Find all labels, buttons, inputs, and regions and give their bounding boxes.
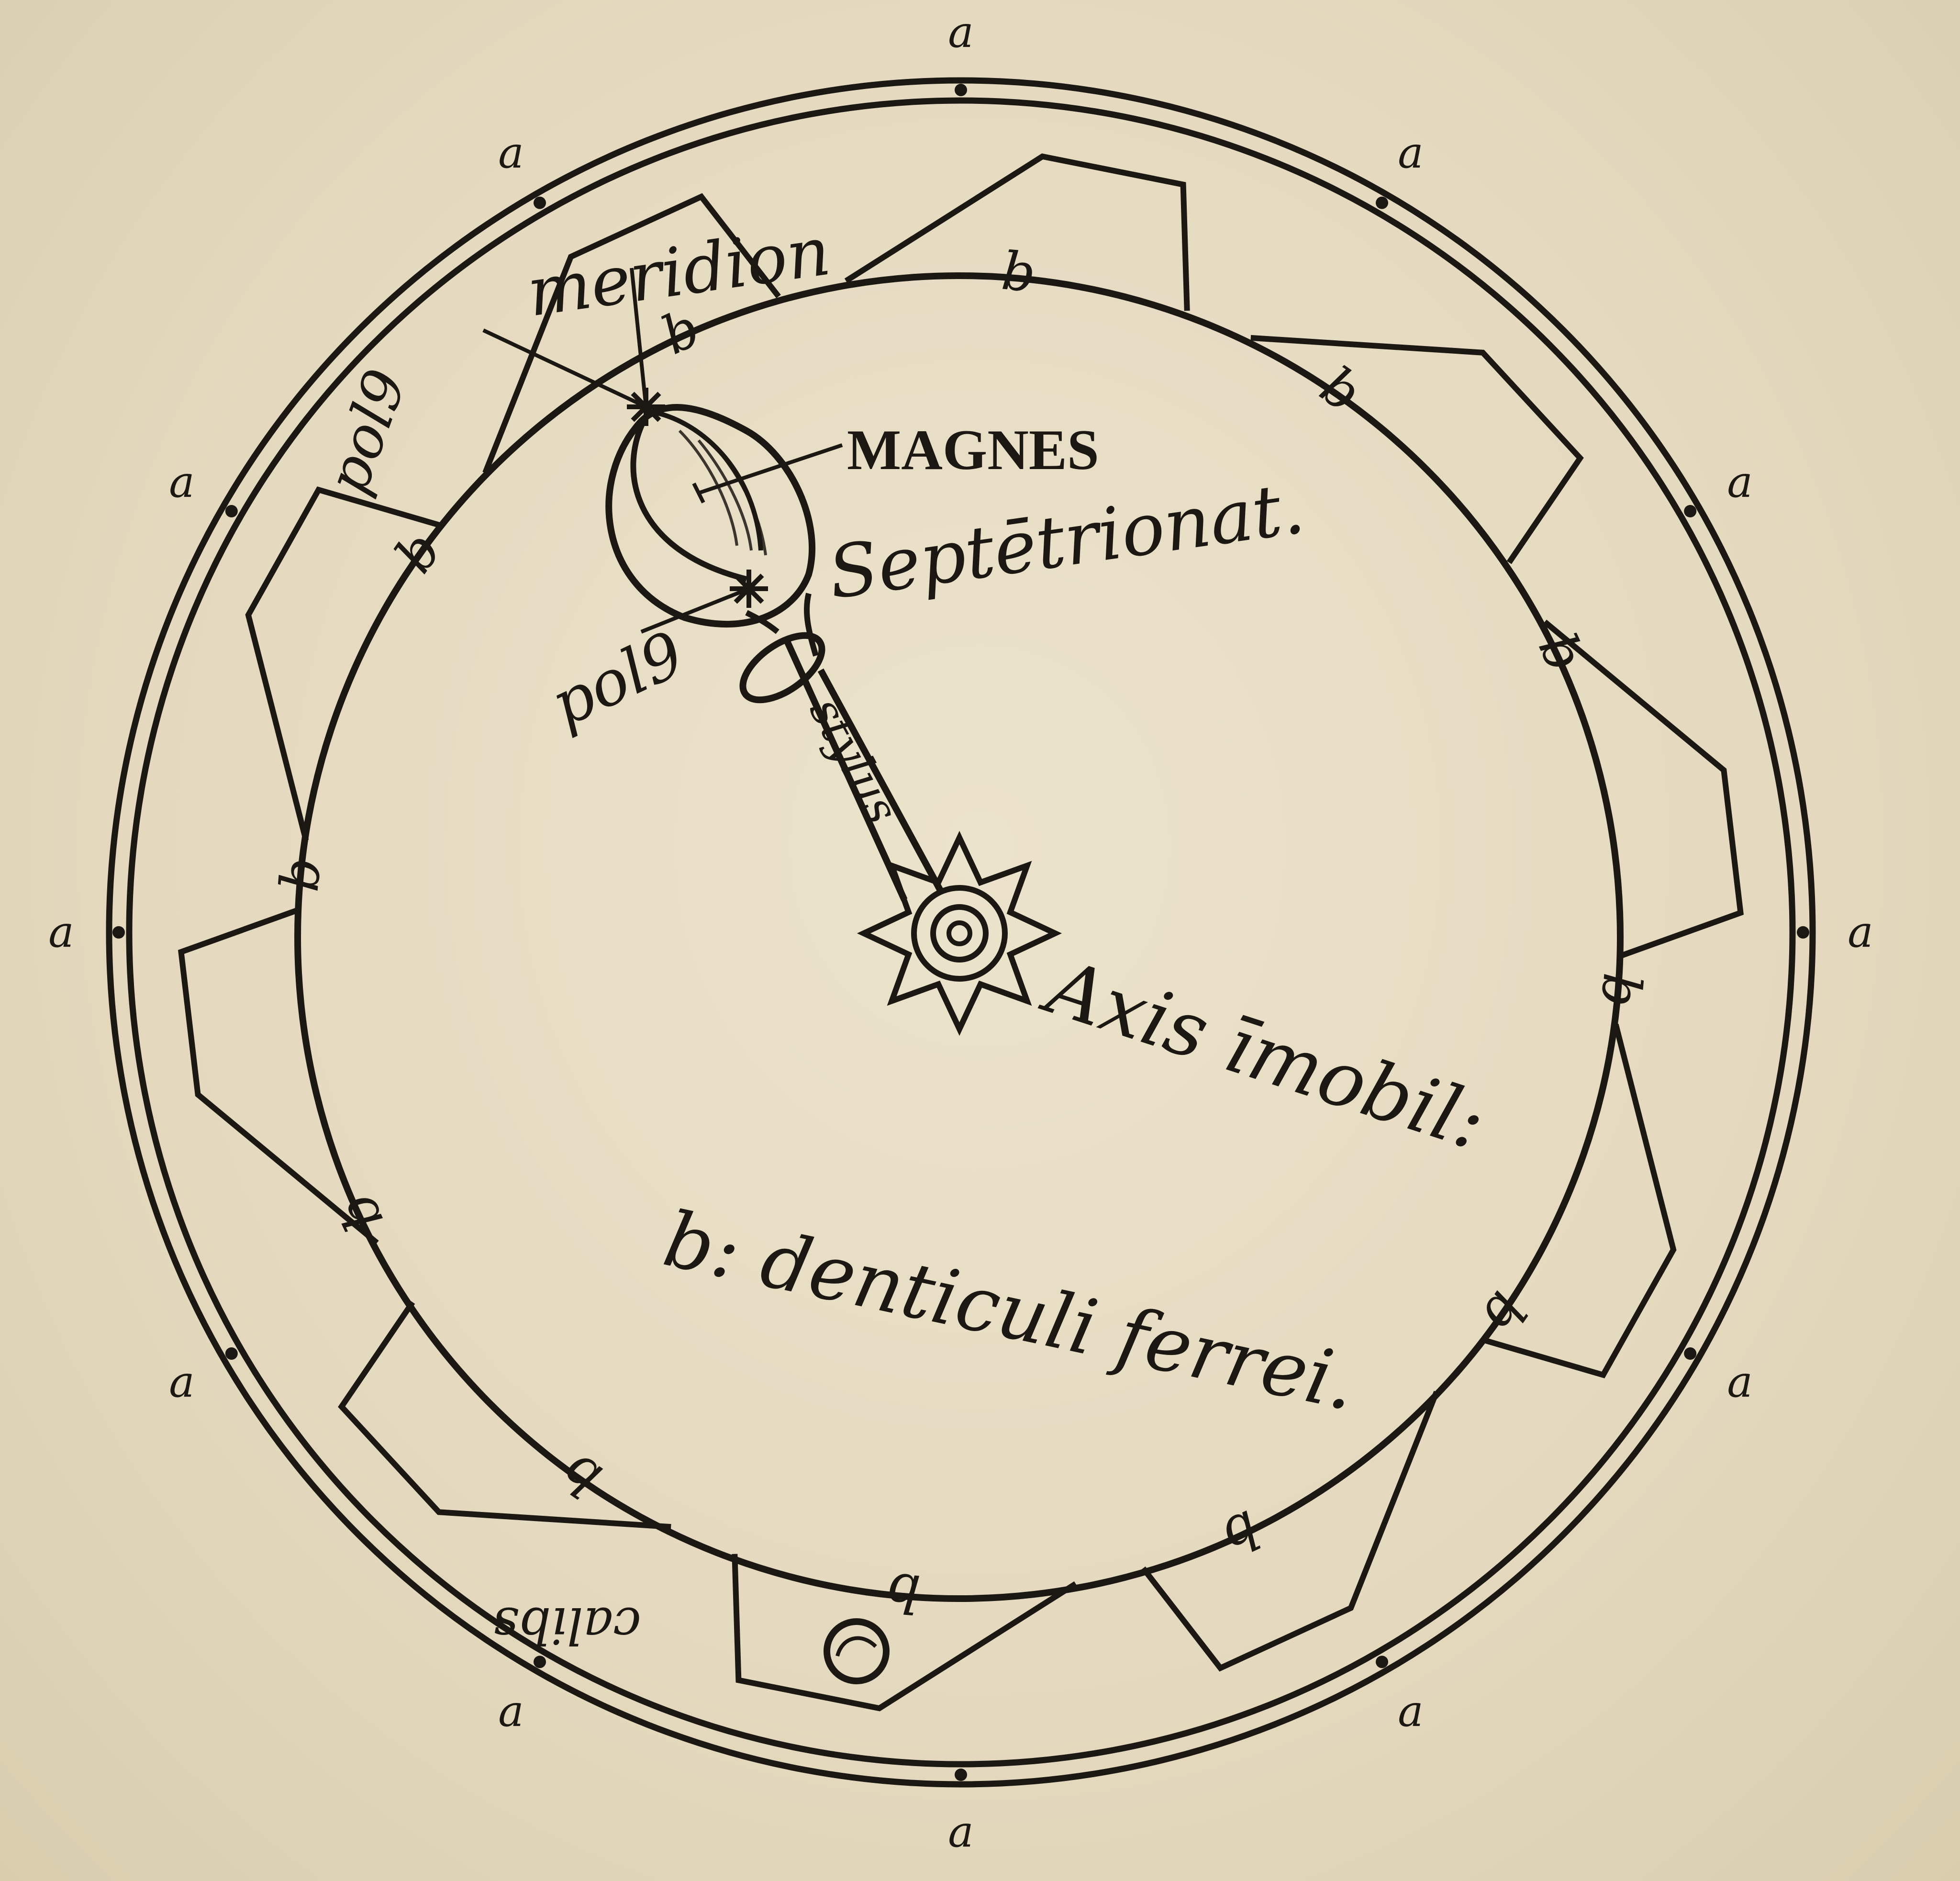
iron-tooth [338,1300,671,1530]
south-pole-leader [640,587,750,634]
calibs-label: calibs [493,1596,641,1655]
axis-label: Axis īmobil: [1032,940,1497,1167]
outer-point-label: a [948,7,974,57]
outer-point-label: a [498,1686,524,1736]
outer-point-dot [1797,926,1809,939]
magnes-leader [698,443,843,495]
outer-ring-outer [106,77,1816,1788]
denticuli-label: b: denticuli ferrei. [657,1194,1364,1428]
iron-tooth [245,486,441,841]
inner-point-label: b [268,855,333,894]
stylus-label: stylus [799,689,909,832]
outer-point-label: a [169,1357,195,1407]
outer-point-dot [1684,505,1697,517]
iron-tooth [178,907,379,1245]
outer-point-label: a [48,907,74,957]
outer-points: a a a a a a a a a a a a [48,7,1873,1857]
outer-point-label: a [1848,907,1873,957]
outer-point-dot [225,505,238,517]
outer-point-dot [1376,196,1388,209]
iron-tooth [1543,619,1744,958]
immobile-axis-star [857,830,1062,1036]
inner-wheel [294,272,1624,1602]
outer-point-dot [1376,1656,1388,1668]
inner-point-label: b [999,240,1038,304]
iron-tooth [844,153,1190,311]
stylus-rod [739,593,944,901]
polus-label-upper: pol9 [314,361,420,502]
outer-point-label: a [1727,1357,1753,1407]
outer-point-dot [534,196,546,209]
outer-point-label: a [1398,128,1424,178]
inner-point-label: b [884,1561,923,1625]
inner-point-label: b [549,1441,612,1510]
iron-tooth [1250,335,1584,564]
magnet [605,404,816,627]
meridion-leader [630,268,648,407]
calibs-circle [824,1618,890,1684]
septentrionat-label: Septētrionat. [824,466,1309,616]
outer-point-label: a [1727,457,1753,507]
magnes-label: MAGNES [847,418,1099,481]
inner-point-label: b [383,521,453,583]
iron-tooth [482,193,781,474]
outer-ring-inner [126,97,1796,1768]
outer-point-dot [1684,1347,1697,1360]
wheel-spoke-left [482,328,647,409]
inner-point-label: b [1589,971,1653,1009]
inner-point-label: b [1213,1498,1269,1568]
outer-point-dot [534,1656,546,1668]
outer-point-label: a [498,128,524,178]
iron-tooth [1141,1390,1439,1672]
outer-point-dot [955,84,967,96]
iron-tooth [1481,1023,1677,1378]
magnes-leader-tick [692,482,705,504]
outer-point-dot [225,1347,238,1360]
outer-point-label: a [948,1807,974,1857]
outer-point-dot [955,1769,967,1781]
outer-point-label: a [1398,1686,1424,1736]
outer-point-dot [112,926,125,939]
iron-tooth [732,1554,1078,1712]
outer-point-label: a [169,457,195,507]
iron-teeth [178,153,1744,1712]
inner-point-label: b [1469,1281,1538,1344]
polus-label-lower: pol9 [540,617,695,741]
